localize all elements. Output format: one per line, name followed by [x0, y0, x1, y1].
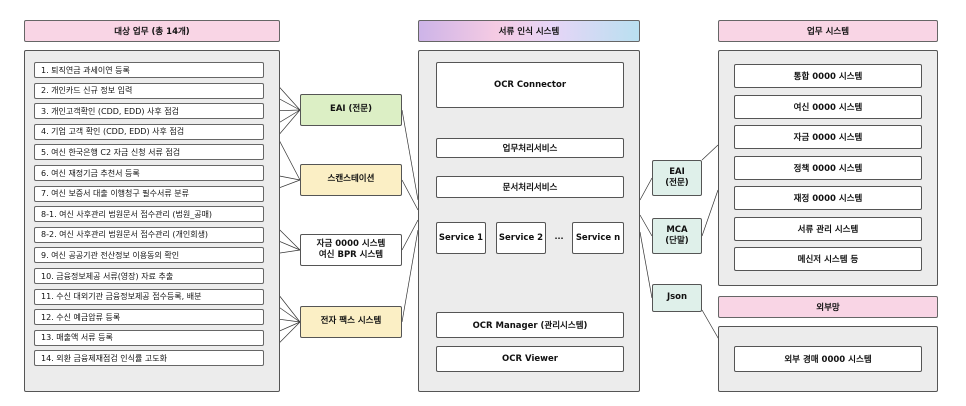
eai-connector: EAI (전문): [652, 160, 702, 196]
task-item: 3. 개인고객확인 (CDD, EDD) 사후 점검: [34, 103, 264, 120]
external-network-title: 외부망: [816, 303, 840, 313]
service-1-label: Service 1: [438, 233, 484, 243]
scan-station-label: 스캔스테이션: [327, 174, 375, 185]
fund-bpr-system: 자금 0000 시스템 여신 BPR 시스템: [300, 234, 402, 266]
business-system-item: 메신저 시스템 등: [734, 247, 922, 271]
business-system-item: 정책 0000 시스템: [734, 155, 922, 180]
business-systems-title: 업무 시스템: [806, 27, 850, 37]
mca-connector: MCA (단말): [652, 218, 702, 254]
scan-station: 스캔스테이션: [300, 164, 402, 196]
ocr-connector: OCR Connector: [436, 62, 624, 108]
business-system-item: 재정 0000 시스템: [734, 186, 922, 210]
mca-connector-label: MCA (단말): [665, 224, 689, 246]
e-fax-system-label: 전자 팩스 시스템: [320, 316, 382, 327]
services-ellipsis-label: ···: [554, 233, 564, 243]
task-item: 10. 금융정보제공 서류(영장) 자료 추출: [34, 268, 264, 284]
service-2: Service 2: [496, 222, 546, 254]
business-system-item: 자금 0000 시스템: [734, 125, 922, 149]
business-processing-service: 업무처리서비스: [436, 138, 624, 158]
task-item: 1. 퇴직연금 과세이연 등록: [34, 62, 264, 78]
ocr-system-title: 서류 인식 시스템: [498, 27, 560, 37]
eai-connector-label: EAI (전문): [665, 166, 689, 188]
task-item: 5. 여신 한국은행 C2 자금 신청 서류 점검: [34, 144, 264, 161]
document-processing-service-label: 문서처리서비스: [502, 183, 558, 193]
task-item: 2. 개인카드 신규 정보 입력: [34, 82, 264, 99]
ocr-system-header: 서류 인식 시스템: [418, 20, 640, 42]
eai-channel-label: EAI (전문): [330, 104, 372, 115]
target-tasks-title: 대상 업무 (총 14개): [114, 27, 190, 37]
business-system-item: 통합 0000 시스템: [734, 64, 922, 88]
task-item: 13. 매출액 서류 등록: [34, 329, 264, 346]
ocr-connector-label: OCR Connector: [493, 80, 567, 90]
e-fax-system: 전자 팩스 시스템: [300, 306, 402, 338]
task-item: 8-2. 여신 사후관리 법원문서 접수관리 (개인회생): [34, 226, 264, 243]
external-network-header: 외부망: [718, 296, 938, 318]
business-systems-header: 업무 시스템: [718, 20, 938, 42]
business-system-item: 서류 관리 시스템: [734, 216, 922, 241]
json-connector-label: Json: [666, 292, 688, 303]
target-tasks-header: 대상 업무 (총 14개): [24, 20, 280, 42]
task-item: 8-1. 여신 사후관리 법원문서 접수관리 (법원_공매): [34, 206, 264, 223]
task-item: 4. 기업 고객 확인 (CDD, EDD) 사후 점검: [34, 123, 264, 140]
external-auction-system-label: 외부 경매 0000 시스템: [784, 355, 872, 365]
service-1: Service 1: [436, 222, 486, 254]
ocr-manager-label: OCR Manager (관리시스템): [472, 321, 588, 331]
task-item: 12. 수신 예금압류 등록: [34, 309, 264, 326]
task-item: 14. 외환 금융제재점검 인식률 고도화: [34, 350, 264, 367]
task-item: 7. 여신 보증서 대출 이행청구 필수서류 분류: [34, 185, 264, 202]
task-item: 11. 수신 대외기관 금융정보제공 접수등록, 배분: [34, 288, 264, 305]
ocr-viewer: OCR Viewer: [436, 346, 624, 372]
document-processing-service: 문서처리서비스: [436, 176, 624, 198]
service-2-label: Service 2: [498, 233, 544, 243]
task-item: 6. 여신 재정기금 추천서 등록: [34, 165, 264, 181]
json-connector: Json: [652, 284, 702, 312]
fund-bpr-system-label: 자금 0000 시스템 여신 BPR 시스템: [316, 238, 386, 260]
ocr-viewer-label: OCR Viewer: [502, 354, 558, 364]
ocr-manager: OCR Manager (관리시스템): [436, 312, 624, 338]
business-system-item: 여신 0000 시스템: [734, 94, 922, 119]
external-auction-system: 외부 경매 0000 시스템: [734, 346, 922, 372]
service-n: Service n: [572, 222, 624, 254]
eai-channel: EAI (전문): [300, 94, 402, 126]
services-ellipsis: ···: [548, 222, 570, 254]
task-item: 9. 여신 공공기관 전산정보 이용동의 확인: [34, 247, 264, 264]
business-processing-service-label: 업무처리서비스: [502, 144, 558, 154]
service-n-label: Service n: [575, 233, 621, 243]
